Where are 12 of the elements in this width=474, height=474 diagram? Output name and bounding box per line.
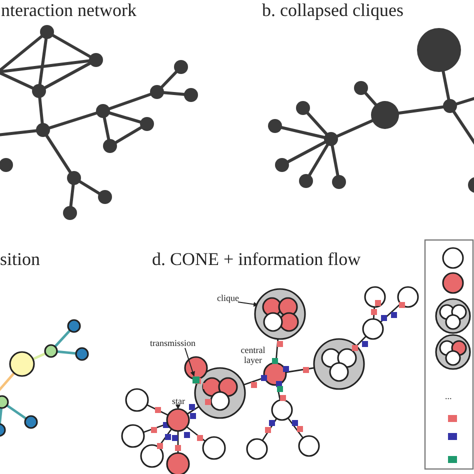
callout-label: clique [217, 294, 239, 304]
callout-label: central layer [240, 346, 266, 366]
panel-title: d. CONE + information flow [152, 250, 361, 270]
leader-line [238, 302, 258, 307]
transmission-square [192, 376, 200, 384]
panel-title: b. collapsed cliques [262, 1, 404, 21]
panel-title: sition [0, 250, 40, 270]
callout-label: star [172, 397, 185, 407]
ellipsis-text: ... [445, 392, 452, 402]
leader-line [176, 404, 180, 410]
callout-label: transmission [150, 339, 196, 349]
panel-title: nteraction network [1, 1, 136, 21]
